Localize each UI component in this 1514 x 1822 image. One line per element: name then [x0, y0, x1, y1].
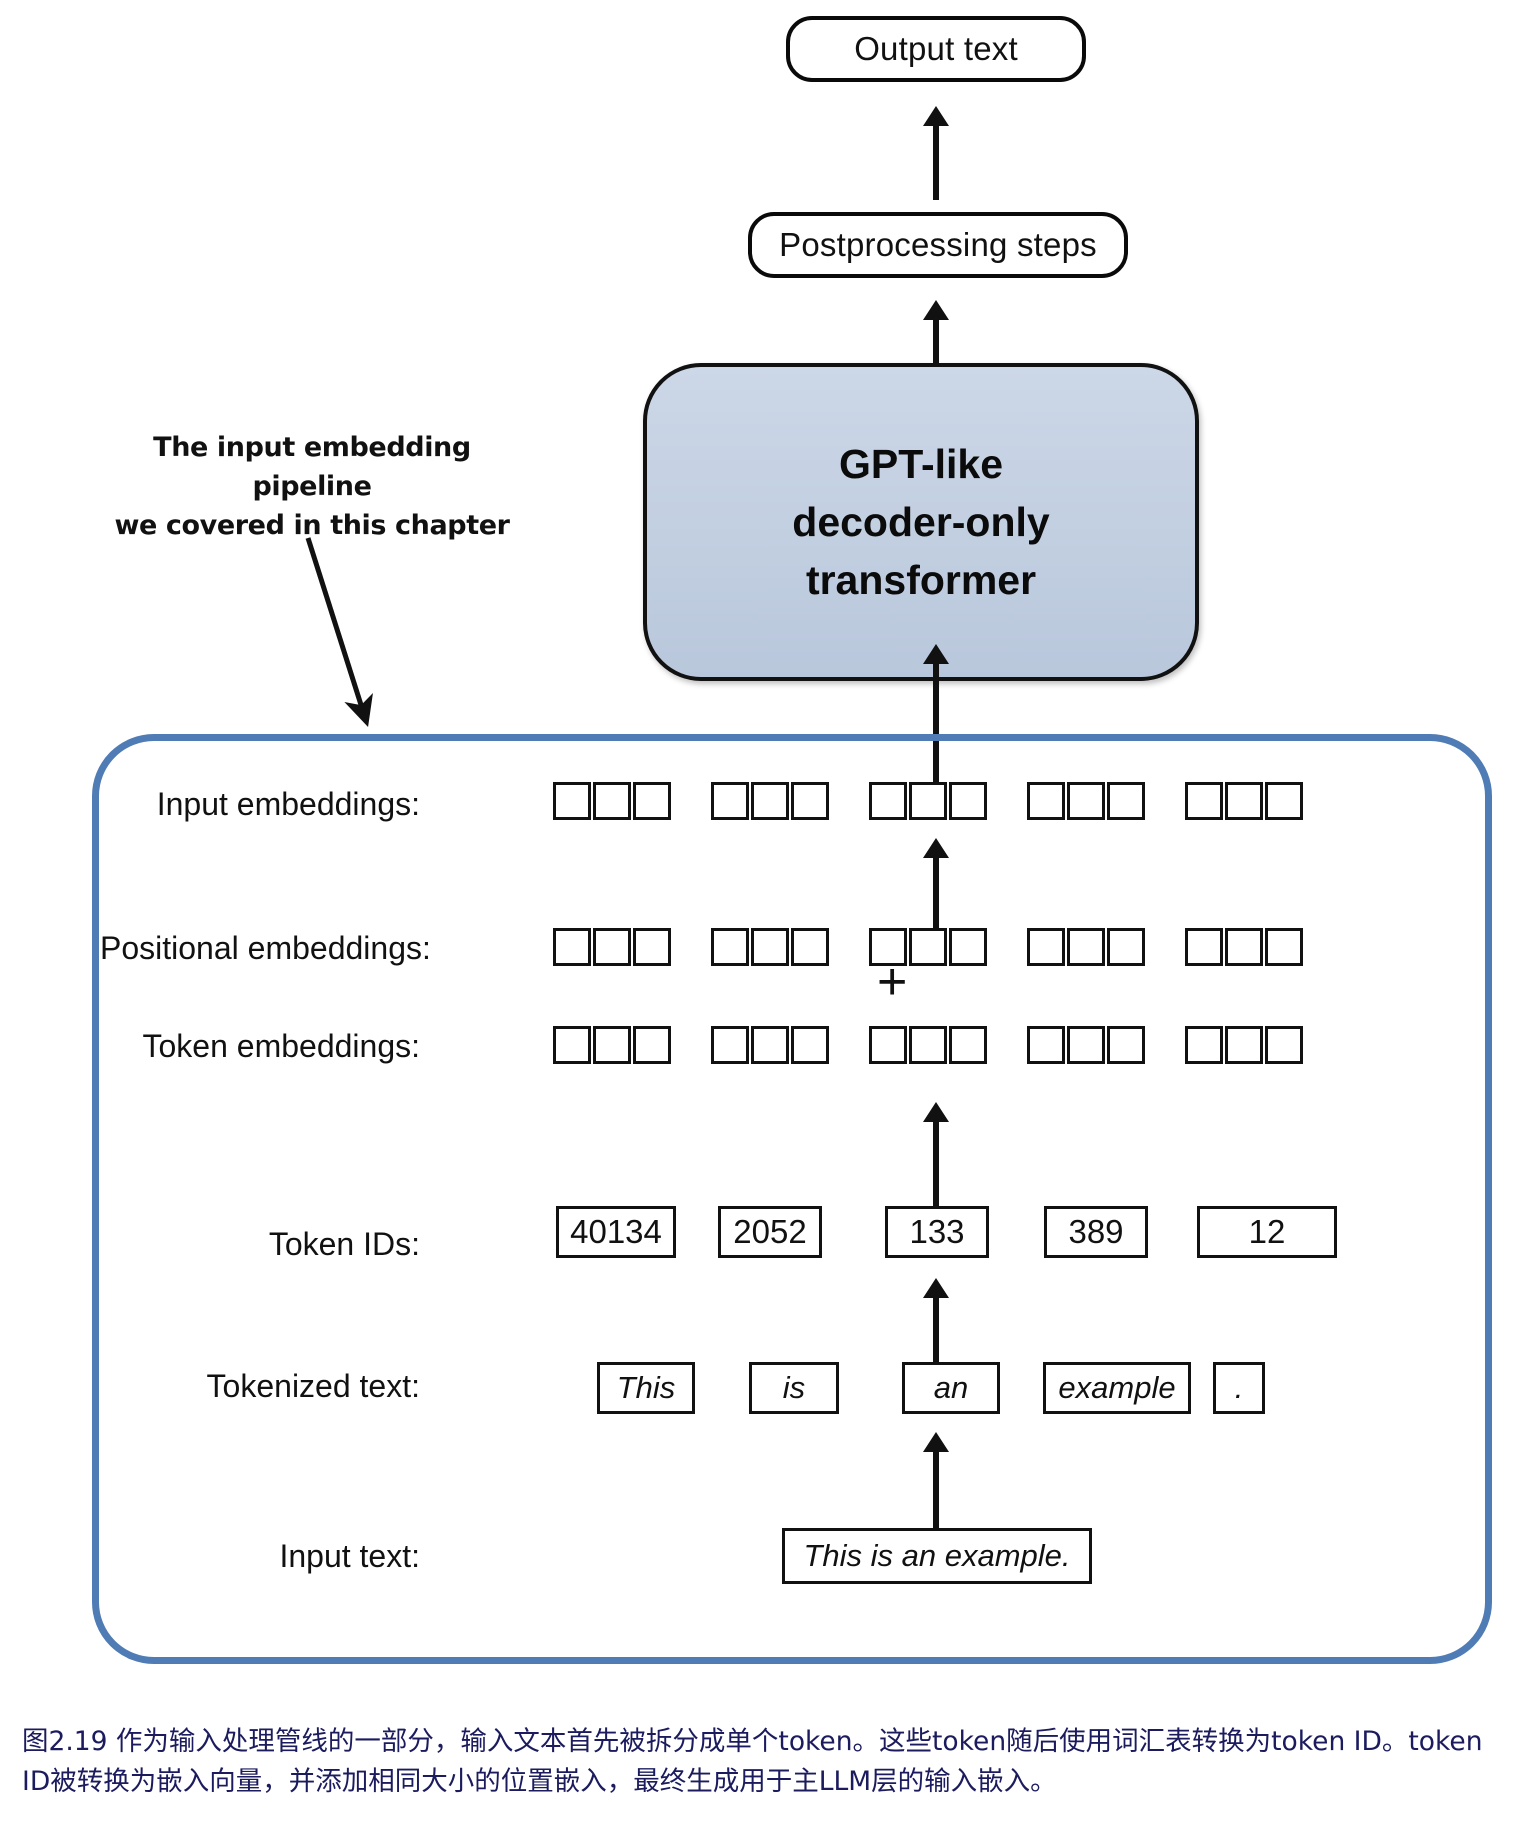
figure-caption: 图2.19 作为输入处理管线的一部分，输入文本首先被拆分成单个token。这些t…	[22, 1726, 1483, 1798]
token-embedding-group	[553, 1026, 671, 1064]
embedding-cell	[949, 782, 987, 820]
embedding-cell	[553, 782, 591, 820]
embedding-cell	[1265, 928, 1303, 966]
embedding-cell	[1067, 928, 1105, 966]
gpt-transformer-label: GPT-like decoder-only transformer	[792, 440, 1050, 604]
token-id-box: 12	[1197, 1206, 1337, 1258]
output-text-label: Output text	[854, 30, 1018, 67]
row-label-input-embeddings: Input embeddings:	[156, 786, 420, 822]
token-embedding-group	[1185, 1026, 1303, 1064]
plus-operator: +	[877, 953, 908, 1011]
embedding-cell	[1225, 1026, 1263, 1064]
postprocessing-steps-label: Postprocessing steps	[779, 226, 1097, 263]
embedding-cell	[791, 928, 829, 966]
embedding-cell	[1185, 782, 1223, 820]
embedding-cell	[1225, 928, 1263, 966]
token-id-box: 133	[885, 1206, 989, 1258]
embedding-cell	[1185, 928, 1223, 966]
embedding-cell	[1027, 782, 1065, 820]
row-label-token-ids: Token IDs:	[268, 1226, 420, 1262]
embedding-cell	[869, 928, 907, 966]
embedding-cell	[1067, 1026, 1105, 1064]
token-embedding-group	[869, 1026, 987, 1064]
input-embedding-group	[869, 782, 987, 820]
positional-embedding-group	[553, 928, 671, 966]
embedding-cell	[1027, 1026, 1065, 1064]
embedding-cell	[1107, 782, 1145, 820]
input-embedding-group	[553, 782, 671, 820]
input-embedding-group	[1185, 782, 1303, 820]
row-label-input-text: Input text:	[279, 1538, 420, 1574]
row-label-positional-embeddings: Positional embeddings:	[100, 930, 431, 966]
output-text-box: Output text	[786, 16, 1086, 82]
embedding-cell	[711, 1026, 749, 1064]
tokenized-text-box: This	[597, 1362, 695, 1414]
embedding-cell	[1265, 1026, 1303, 1064]
embedding-cell	[949, 928, 987, 966]
embedding-cell	[909, 928, 947, 966]
token-embedding-group	[711, 1026, 829, 1064]
tokenized-text-box: .	[1213, 1362, 1265, 1414]
positional-embedding-group	[711, 928, 829, 966]
embedding-cell	[869, 1026, 907, 1064]
positional-embedding-group	[869, 928, 987, 966]
tokenized-text-box: example	[1043, 1362, 1191, 1414]
input-embedding-pipeline-container	[92, 734, 1492, 1664]
embedding-cell	[593, 782, 631, 820]
token-id-box: 2052	[718, 1206, 822, 1258]
embedding-cell	[791, 782, 829, 820]
embedding-cell	[553, 1026, 591, 1064]
annotation-arrow-icon	[305, 537, 373, 728]
token-id-box: 389	[1044, 1206, 1148, 1258]
embedding-cell	[751, 1026, 789, 1064]
embedding-cell	[751, 782, 789, 820]
row-label-token-embeddings: Token embeddings:	[142, 1028, 420, 1064]
input-text-box: This is an example.	[782, 1528, 1092, 1584]
tokenized-text-box: an	[902, 1362, 1000, 1414]
embedding-cell	[633, 1026, 671, 1064]
embedding-cell	[909, 1026, 947, 1064]
embedding-cell	[1027, 928, 1065, 966]
embedding-cell	[633, 928, 671, 966]
postprocessing-steps-box: Postprocessing steps	[748, 212, 1128, 278]
input-embedding-group	[711, 782, 829, 820]
positional-embedding-group	[1027, 928, 1145, 966]
token-embedding-group	[1027, 1026, 1145, 1064]
embedding-cell	[633, 782, 671, 820]
embedding-cell	[751, 928, 789, 966]
embedding-cell	[1185, 1026, 1223, 1064]
embedding-cell	[1067, 782, 1105, 820]
gpt-transformer-block: GPT-like decoder-only transformer	[643, 363, 1199, 681]
positional-embedding-group	[1185, 928, 1303, 966]
row-label-tokenized-text: Tokenized text:	[206, 1368, 420, 1404]
embedding-cell	[711, 928, 749, 966]
embedding-cell	[869, 782, 907, 820]
embedding-cell	[949, 1026, 987, 1064]
embedding-cell	[1265, 782, 1303, 820]
embedding-cell	[1225, 782, 1263, 820]
embedding-cell	[791, 1026, 829, 1064]
embedding-cell	[909, 782, 947, 820]
embedding-cell	[711, 782, 749, 820]
embedding-cell	[553, 928, 591, 966]
embedding-cell	[593, 928, 631, 966]
input-embedding-group	[1027, 782, 1145, 820]
embedding-cell	[593, 1026, 631, 1064]
embedding-cell	[1107, 1026, 1145, 1064]
token-id-box: 40134	[556, 1206, 676, 1258]
embedding-cell	[1107, 928, 1145, 966]
annotation-text: The input embedding pipeline we covered …	[114, 432, 510, 542]
tokenized-text-box: is	[749, 1362, 839, 1414]
